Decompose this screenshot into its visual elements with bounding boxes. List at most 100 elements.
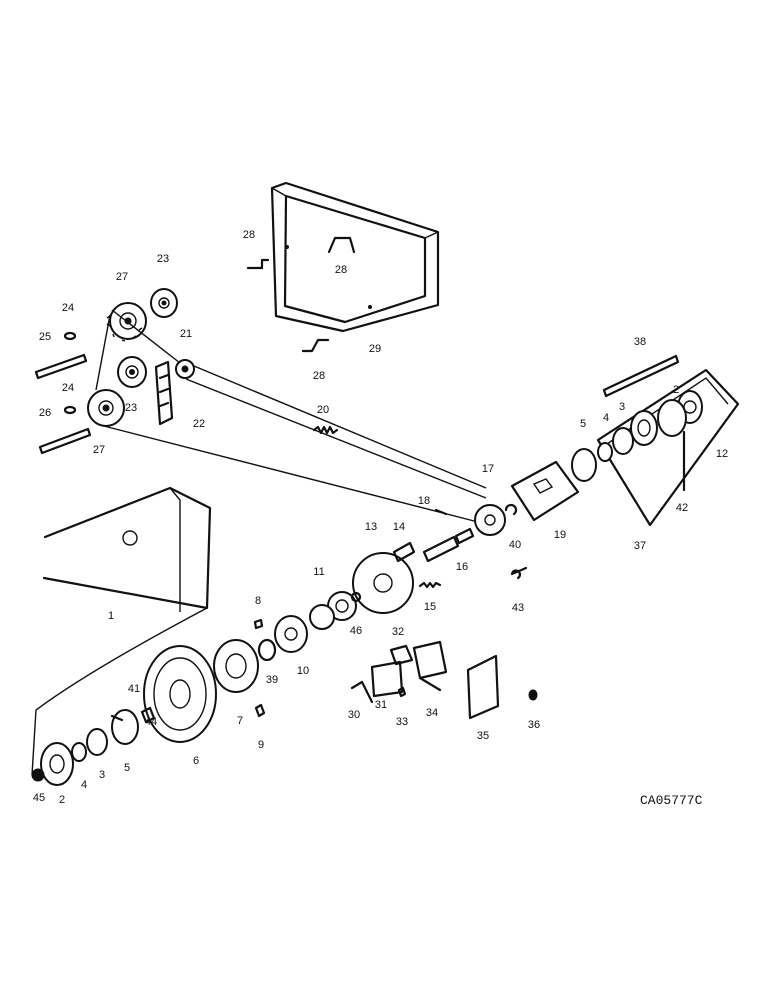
part-label-22: 22	[193, 418, 205, 430]
part-label-44: 44	[145, 716, 157, 728]
sleeve-14	[392, 541, 416, 563]
part-label-18: 18	[418, 495, 430, 507]
pin-8	[253, 618, 264, 630]
nut-36	[528, 689, 538, 701]
tensioner-spring-20	[312, 425, 339, 435]
part-label-36: 36	[528, 719, 540, 731]
part-label-5: 5	[580, 418, 586, 430]
part-label-10: 10	[297, 665, 309, 677]
part-label-15: 15	[424, 601, 436, 613]
block-32	[389, 644, 414, 666]
part-label-37: 37	[634, 540, 646, 552]
part-label-2: 2	[673, 384, 679, 396]
bracket-28-a	[246, 258, 270, 270]
shield-29	[270, 181, 440, 333]
sprocket-17	[474, 504, 506, 536]
bearing-stack-right	[571, 390, 703, 482]
part-label-26: 26	[39, 407, 51, 419]
part-label-41: 41	[128, 683, 140, 695]
part-label-43: 43	[512, 602, 524, 614]
part-label-30: 30	[348, 709, 360, 721]
key-18	[434, 508, 448, 516]
rod-38	[602, 354, 680, 398]
bracket-28-c	[301, 338, 330, 353]
part-label-45: 45	[33, 792, 45, 804]
idler-21	[175, 359, 195, 379]
part-label-27: 27	[116, 271, 128, 283]
part-label-31: 31	[375, 699, 387, 711]
part-label-20: 20	[317, 404, 329, 416]
part-label-8: 8	[255, 595, 261, 607]
part-label-17: 17	[482, 463, 494, 475]
key-24-b	[63, 405, 77, 415]
pulley-hub-7	[213, 639, 259, 693]
clip-40	[504, 503, 518, 516]
part-label-19: 19	[554, 529, 566, 541]
shaft-26	[38, 427, 92, 455]
part-label-25: 25	[39, 331, 51, 343]
side-sheet-1	[42, 486, 212, 610]
pin-9	[254, 703, 266, 718]
part-label-29: 29	[369, 343, 381, 355]
part-label-9: 9	[258, 739, 264, 751]
part-label-21: 21	[180, 328, 192, 340]
part-label-11: 11	[313, 566, 324, 578]
sprocket-27-lower	[87, 389, 125, 427]
part-label-4: 4	[603, 412, 609, 424]
sleeve-41	[140, 706, 156, 724]
bracket-34	[412, 640, 448, 692]
sheave-6	[143, 645, 217, 743]
shaft-25	[34, 353, 88, 380]
part-label-34: 34	[426, 707, 438, 719]
part-label-6: 6	[193, 755, 199, 767]
shield-29-inner	[283, 194, 427, 324]
part-label-33: 33	[396, 716, 408, 728]
part-label-40: 40	[509, 539, 521, 551]
bracket-35	[466, 654, 500, 720]
part-label-46: 46	[350, 625, 362, 637]
bolt-30	[350, 680, 374, 704]
part-label-35: 35	[477, 730, 489, 742]
idler-arm-22	[154, 360, 174, 426]
sprocket-23-lower	[117, 356, 147, 388]
part-label-16: 16	[456, 561, 468, 573]
bearing-stack-left	[31, 709, 139, 786]
part-label-12: 12	[716, 448, 728, 460]
chain-upper	[95, 309, 487, 499]
part-label-28: 28	[335, 264, 347, 276]
part-label-32: 32	[392, 626, 404, 638]
part-label-38: 38	[634, 336, 646, 348]
part-label-28: 28	[313, 370, 325, 382]
part-label-1: 1	[108, 610, 114, 622]
part-label-7: 7	[237, 715, 243, 727]
spring-15	[418, 581, 442, 589]
spring-pack-11	[309, 591, 357, 630]
key-24-a	[63, 331, 77, 341]
part-label-5: 5	[124, 762, 130, 774]
ring-46	[350, 591, 362, 603]
shaft-16	[422, 535, 460, 563]
part-label-3: 3	[99, 769, 105, 781]
part-label-23: 23	[125, 402, 137, 414]
pin-43	[510, 566, 528, 580]
chain-lower	[99, 424, 479, 523]
part-label-4: 4	[81, 779, 87, 791]
part-label-27: 27	[93, 444, 105, 456]
plate-19	[510, 460, 580, 522]
part-label-42: 42	[676, 502, 688, 514]
part-label-2: 2	[59, 794, 65, 806]
part-label-13: 13	[365, 521, 377, 533]
flange-44	[110, 714, 124, 722]
part-label-24: 24	[62, 302, 74, 314]
drawing-code: CA05777C	[640, 793, 703, 808]
seal-39	[257, 638, 277, 662]
hub-10	[274, 615, 308, 653]
part-label-3: 3	[619, 401, 625, 413]
part-label-23: 23	[157, 253, 169, 265]
part-label-28: 28	[243, 229, 255, 241]
pin-16b	[454, 527, 475, 545]
side-panel-37	[596, 368, 740, 527]
part-shapes	[31, 181, 740, 786]
